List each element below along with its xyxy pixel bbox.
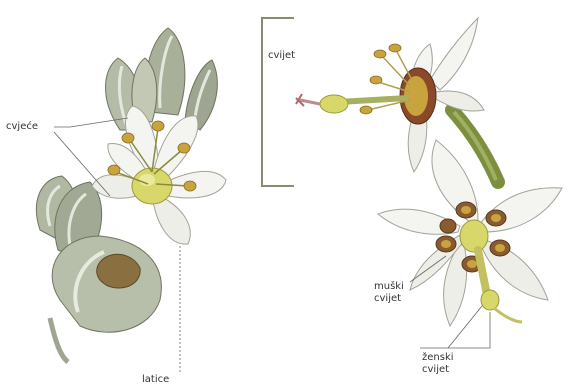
flower-side-view	[296, 18, 498, 182]
label-zenski-cvijet: ženski cvijet	[422, 352, 454, 376]
label-muski-line1: muški	[374, 281, 404, 293]
label-cvjecje: cvjeće	[6, 121, 38, 133]
label-zenski-line1: ženski	[422, 352, 454, 364]
label-muski-cvijet: muški cvijet	[374, 281, 404, 305]
cvijet-bracket	[262, 18, 294, 186]
label-muski-line2: cvijet	[374, 293, 404, 305]
label-cvijet: cvijet	[268, 50, 295, 62]
open-flower	[92, 106, 226, 244]
flower-front-view	[378, 140, 562, 326]
label-latice: latice	[142, 374, 169, 386]
label-zenski-line2: cvijet	[422, 364, 454, 376]
inflorescence	[36, 28, 226, 362]
